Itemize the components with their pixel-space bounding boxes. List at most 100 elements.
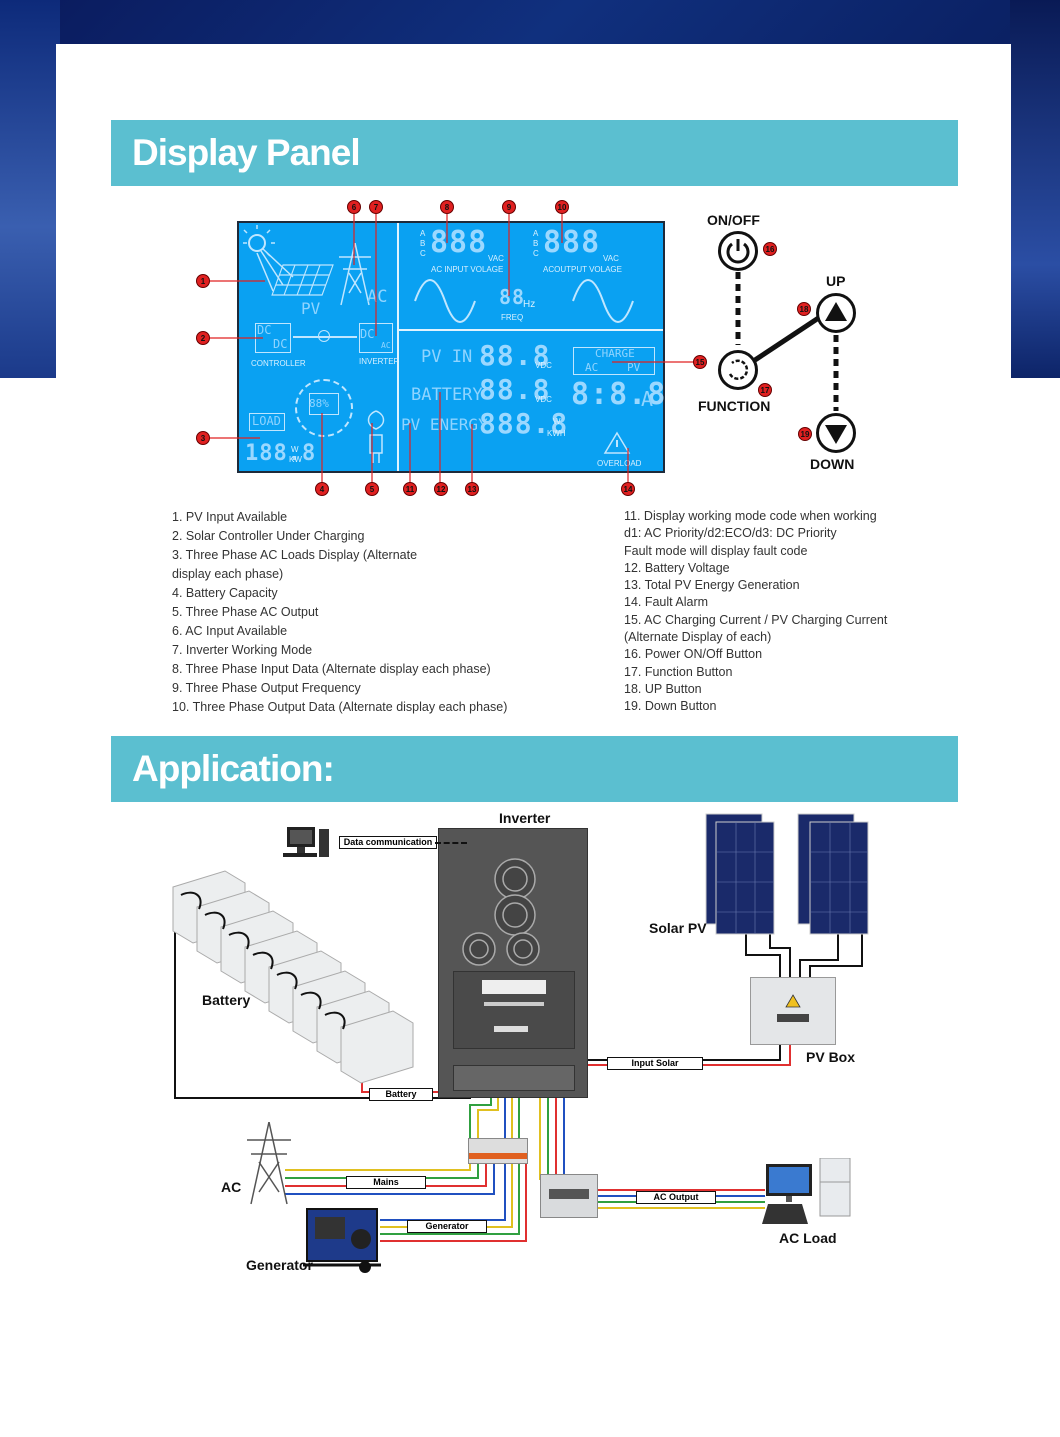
- charge-box: [573, 347, 655, 375]
- generator-icon: [303, 1208, 381, 1273]
- sine-waves-icon: [414, 279, 634, 323]
- marker-19: 19: [798, 427, 812, 441]
- pv-in-digits: 88.8: [479, 339, 551, 372]
- inverter-display: [482, 980, 546, 994]
- pv-energy-digits: 888.8: [479, 407, 569, 440]
- lcd-divider-vertical: [397, 223, 399, 471]
- ac-output-digits: 888: [543, 225, 601, 260]
- battery-ring: [295, 379, 353, 437]
- ac-input-unit: VAC: [488, 254, 504, 263]
- ac-input-digits: 888: [430, 225, 488, 260]
- load-unit-w: W: [291, 445, 299, 454]
- input-solar-tag: Input Solar: [607, 1057, 703, 1070]
- battery-percent: 88%: [309, 397, 329, 410]
- freq-label: FREQ: [501, 313, 524, 322]
- triangle-down-icon: [825, 425, 847, 444]
- generator-tag: Generator: [407, 1220, 487, 1233]
- charge-ac: AC: [585, 361, 599, 374]
- marker-4: 4: [315, 482, 329, 496]
- data-communication-tag: Data communication: [339, 836, 437, 849]
- distribution-breakers: [549, 1189, 589, 1199]
- pv-energy-unit-w: W: [553, 417, 561, 426]
- battery-bank-label: Battery: [202, 992, 251, 1008]
- current-unit: A: [641, 387, 654, 411]
- transmission-tower-icon: [247, 1122, 291, 1205]
- current-digits: 8:8.8: [571, 377, 667, 412]
- load-box: [249, 413, 285, 431]
- generator-label: Generator: [246, 1257, 313, 1273]
- ac-output-label: ACOUTPUT VOLAGE: [543, 265, 622, 274]
- up-button[interactable]: [816, 293, 856, 333]
- breaker-handles: [469, 1153, 527, 1159]
- controller-label: CONTROLLER: [251, 359, 306, 368]
- overload-label: OVERLOAD: [597, 459, 642, 468]
- load-value: 188.8: [245, 441, 317, 466]
- solar-pv-label: Solar PV: [649, 920, 707, 936]
- marker-11: 11: [403, 482, 417, 496]
- marker-18: 18: [797, 302, 811, 316]
- load-unit-kw: KW: [289, 455, 302, 464]
- button-connectors: [735, 272, 839, 411]
- mains-tag: Mains: [346, 1176, 426, 1189]
- marker-15: 15: [693, 355, 707, 369]
- marker-17: 17: [758, 383, 772, 397]
- pv-box-switch: [777, 1014, 809, 1022]
- dcdc-bottom: DC: [273, 337, 288, 351]
- battery-icon: [309, 393, 339, 415]
- refresh-icon: [728, 359, 749, 381]
- data-cable: [435, 842, 467, 844]
- inverter-keypad: [494, 1026, 528, 1032]
- ac-output-bulb-icon: [367, 410, 385, 463]
- lcd-screen: PV AC DC DC CONTROLLER DC AC INVERTER 88…: [237, 221, 665, 473]
- battery-unit: VDC: [535, 395, 552, 404]
- inverter-control-panel: [453, 971, 575, 1049]
- marker-12: 12: [434, 482, 448, 496]
- inverter-terminals: [453, 1065, 575, 1091]
- inverter-label: Inverter: [499, 810, 551, 826]
- function-label: FUNCTION: [698, 398, 771, 414]
- function-button[interactable]: [718, 350, 758, 390]
- marker-leaders: [210, 214, 695, 483]
- legend-right: 11. Display working mode code when worki…: [624, 509, 888, 714]
- power-button[interactable]: [718, 231, 758, 271]
- onoff-label: ON/OFF: [707, 212, 760, 228]
- load-label: LOAD: [252, 414, 281, 428]
- inverter-indicator-bar: [484, 1002, 544, 1006]
- fan-icons: [462, 858, 540, 966]
- ac-label: AC: [221, 1179, 242, 1195]
- computer-icon[interactable]: [283, 825, 333, 859]
- marker-16: 16: [763, 242, 777, 256]
- power-icon: [726, 239, 750, 264]
- distribution-box: [540, 1174, 598, 1218]
- marker-8: 8: [440, 200, 454, 214]
- battery-bank-icon: [172, 870, 414, 1084]
- lcd-pv-label: PV: [301, 299, 321, 318]
- dcdc-top: DC: [257, 323, 272, 337]
- battery-label: BATTERY: [411, 385, 483, 405]
- down-button[interactable]: [816, 413, 856, 453]
- marker-1: 1: [196, 274, 210, 288]
- marker-3: 3: [196, 431, 210, 445]
- pv-in-unit: VDC: [535, 361, 552, 370]
- inverter-label: INVERTER: [359, 357, 400, 366]
- dcac-ac: AC: [381, 341, 391, 350]
- warning-icon: [603, 431, 631, 454]
- marker-6: 6: [347, 200, 361, 214]
- pv-box: [750, 977, 836, 1045]
- application-title: Application:: [132, 748, 335, 789]
- inverter-cabinet: [438, 828, 588, 1098]
- pv-box-label: PV Box: [806, 1049, 856, 1065]
- battery-tag: Battery: [369, 1088, 433, 1101]
- charge-pv: PV: [627, 361, 641, 374]
- display-panel-banner: Display Panel: [111, 120, 958, 186]
- down-label: DOWN: [810, 456, 855, 472]
- freq-unit: Hz: [523, 299, 536, 310]
- lcd-ac-label: AC: [367, 287, 388, 307]
- ac-load-label: AC Load: [779, 1230, 837, 1246]
- up-label: UP: [826, 273, 846, 289]
- sun-solar-panel-icon: [243, 225, 334, 296]
- ac-input-label: AC INPUT VOLAGE: [431, 265, 504, 274]
- dcac-dc: DC: [360, 327, 375, 341]
- transmission-tower-icon: [339, 243, 371, 306]
